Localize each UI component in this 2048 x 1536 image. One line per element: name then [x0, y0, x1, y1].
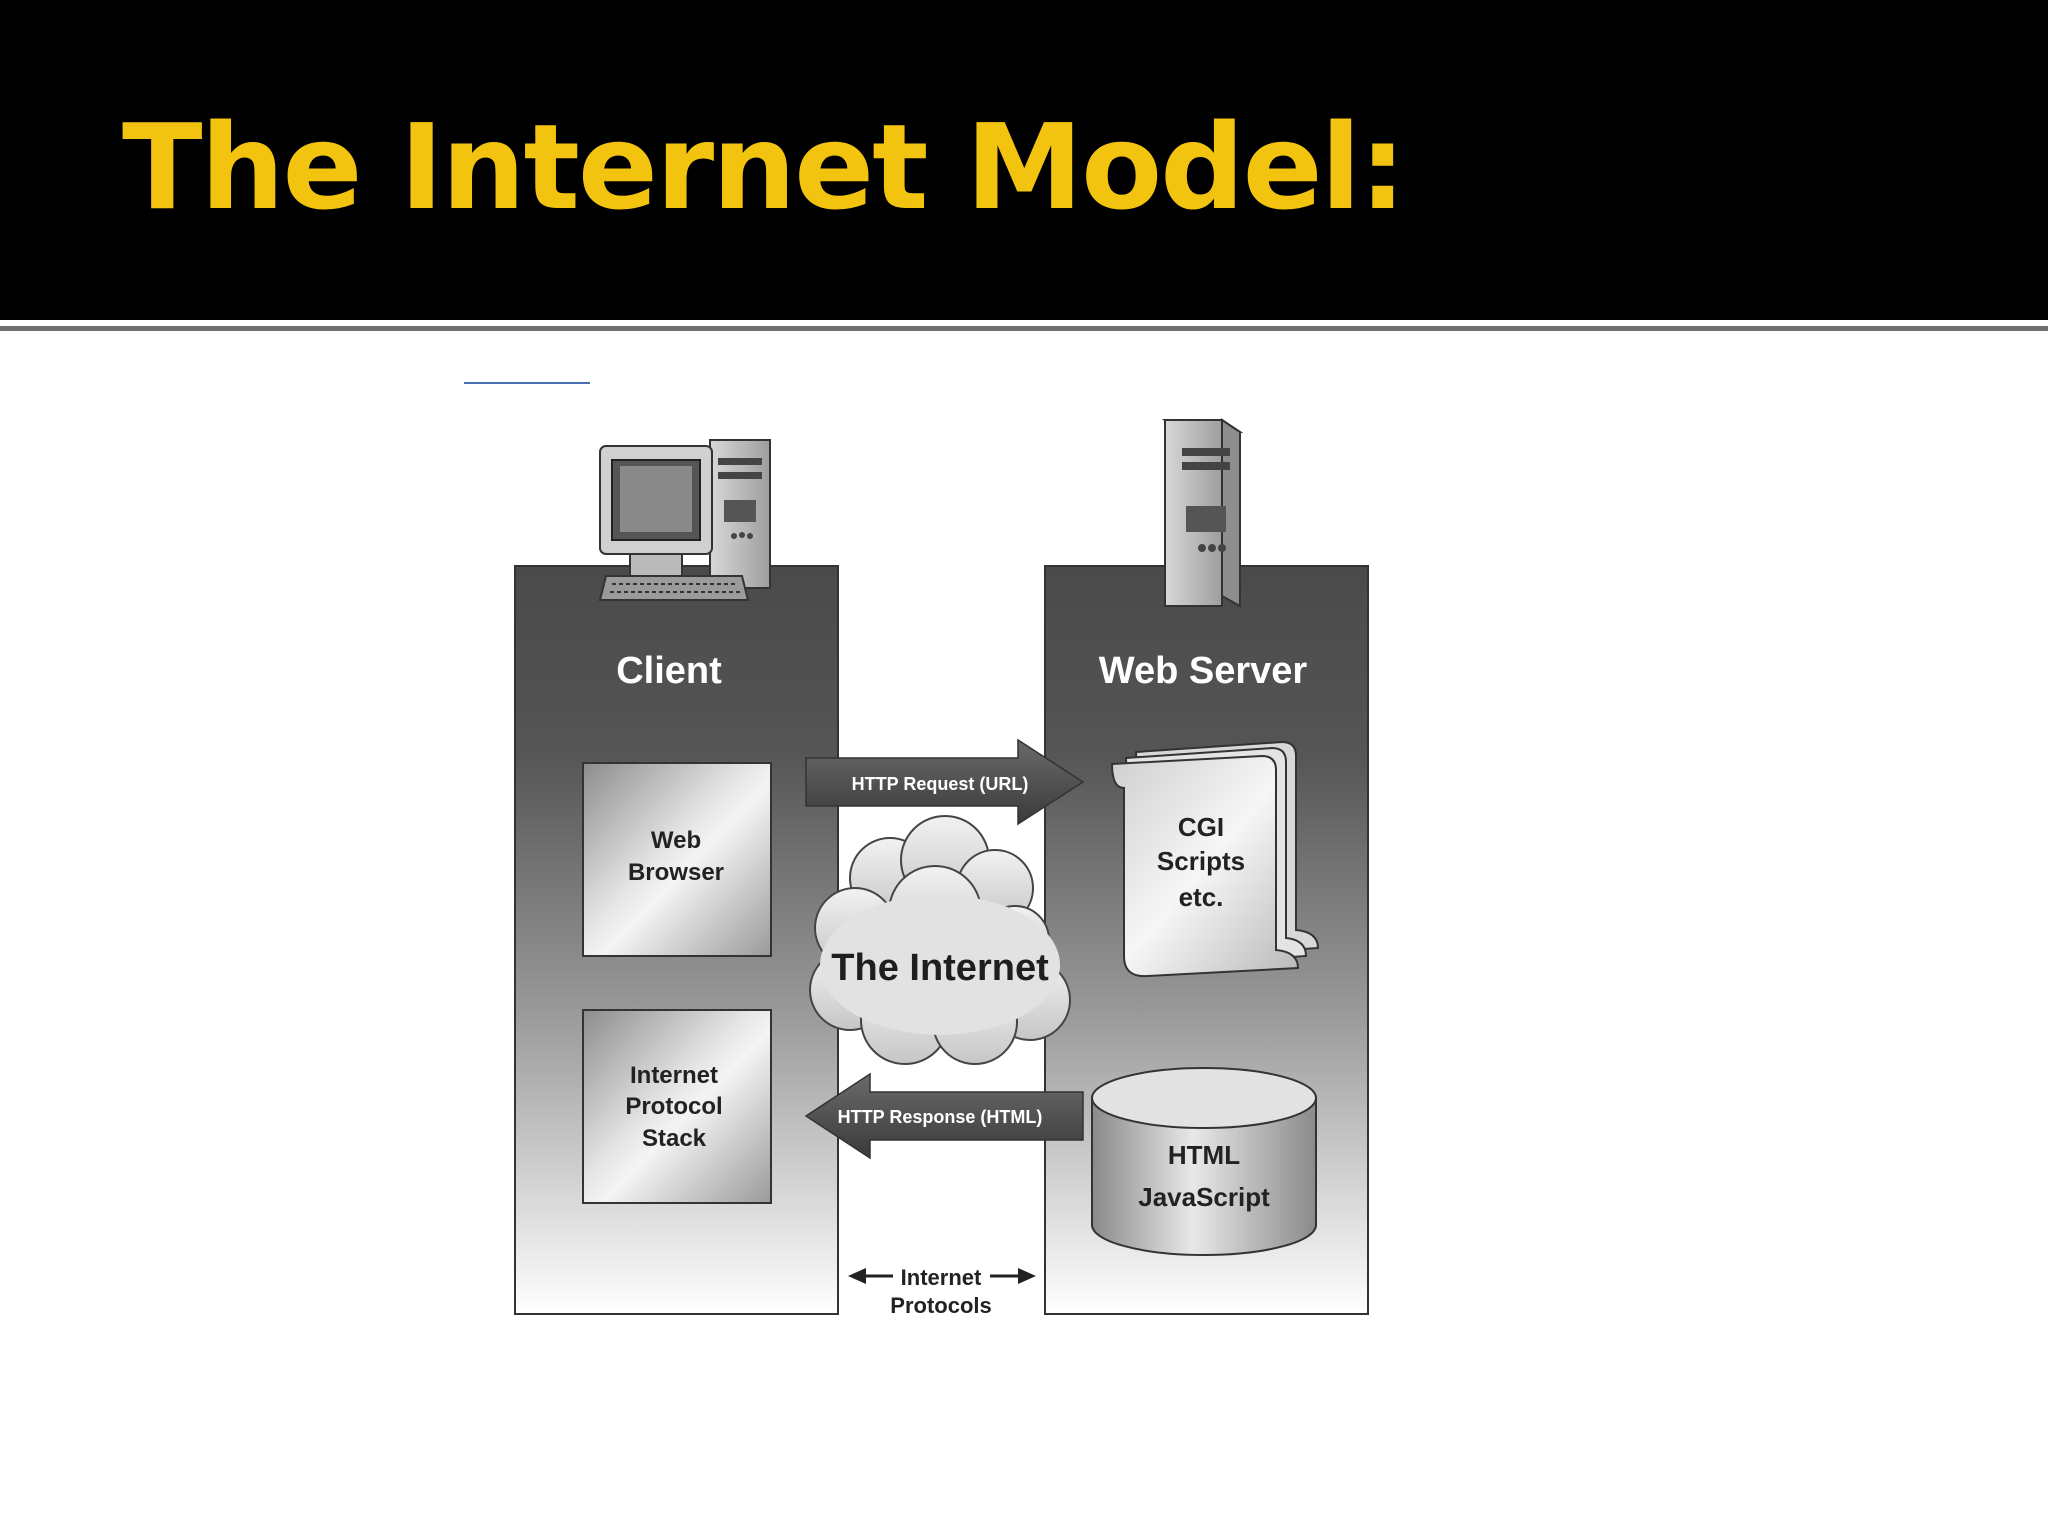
internet-protocols-label-line1: Internet	[901, 1265, 982, 1290]
link-underline	[464, 382, 590, 384]
server-tower-icon	[1161, 418, 1244, 608]
protocol-stack-label-line3: Stack	[642, 1125, 707, 1152]
database-label-line2: JavaScript	[1138, 1182, 1270, 1212]
web-server-title: Web Server	[1099, 650, 1308, 692]
cgi-label-line2: Scripts	[1157, 846, 1245, 876]
desktop-computer-icon	[598, 439, 771, 601]
cgi-label-line1: CGI	[1178, 812, 1224, 842]
slide-title: The Internet Model:	[122, 98, 1406, 236]
client-title: Client	[616, 650, 722, 692]
title-divider	[0, 326, 2048, 331]
http-request-arrow: HTTP Request (URL)	[805, 738, 1085, 826]
internet-cloud-label: The Internet	[831, 947, 1049, 989]
web-browser-box: Web Browser	[582, 762, 772, 957]
http-response-label: HTTP Response (HTML)	[838, 1107, 1043, 1127]
protocol-stack-label-line2: Protocol	[625, 1093, 722, 1120]
protocol-stack-box: Internet Protocol Stack	[582, 1009, 772, 1204]
internet-protocols-label-line2: Protocols	[890, 1293, 991, 1318]
internet-cloud-icon: The Internet	[809, 815, 1071, 1065]
web-browser-label-line2: Browser	[628, 859, 724, 886]
title-bar	[0, 0, 2048, 320]
database-label-line1: HTML	[1168, 1140, 1240, 1170]
protocol-stack-label-line1: Internet	[630, 1062, 718, 1089]
cgi-label-line3: etc.	[1179, 882, 1224, 912]
web-browser-label-line1: Web	[651, 827, 701, 854]
cgi-scripts-document-icon: CGI Scripts etc.	[1110, 740, 1320, 978]
http-response-arrow: HTTP Response (HTML)	[804, 1072, 1084, 1160]
html-javascript-database-icon: HTML JavaScript	[1091, 1067, 1317, 1256]
internet-protocols-double-arrow: Internet Protocols	[848, 1265, 1036, 1318]
http-request-label: HTTP Request (URL)	[852, 774, 1029, 794]
